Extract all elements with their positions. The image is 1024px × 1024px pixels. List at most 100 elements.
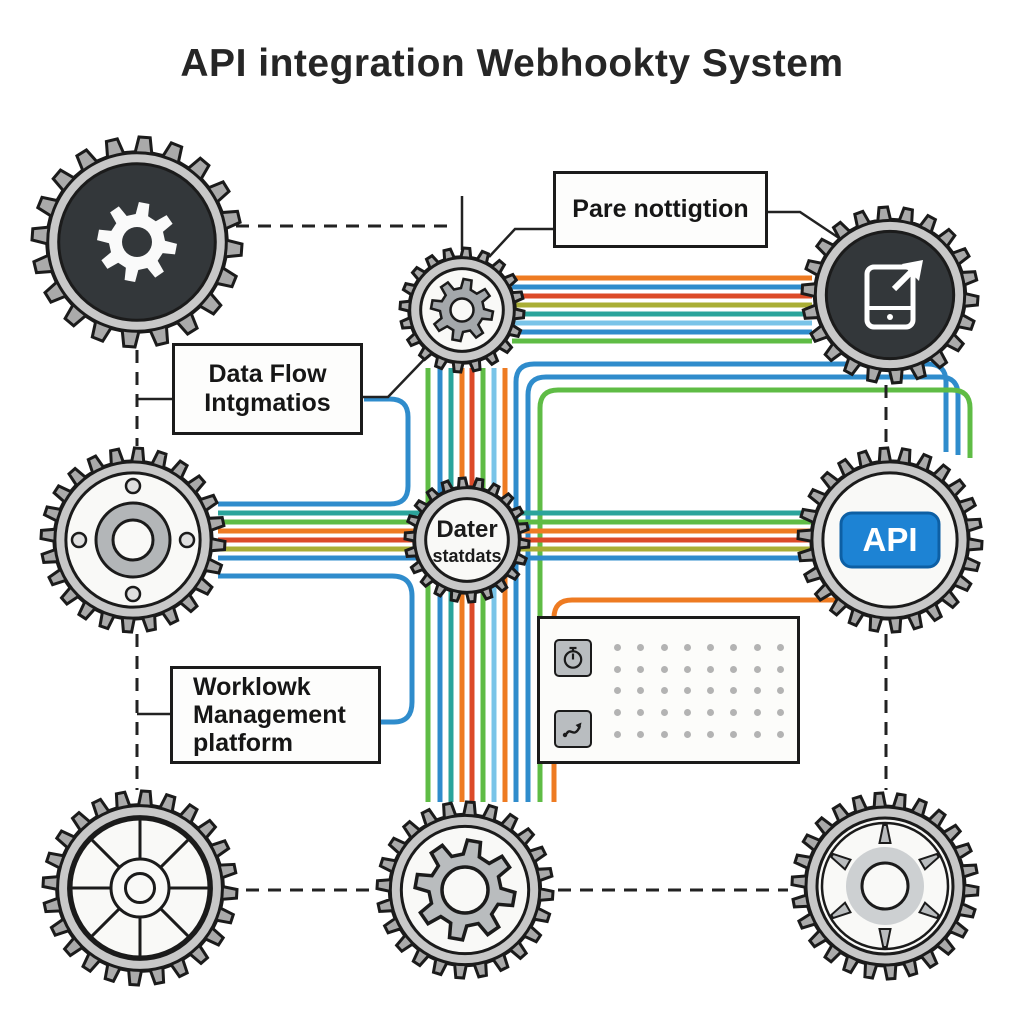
bolt-hole [124,477,142,495]
tapered-spoke [918,901,940,920]
grid-dot [776,730,784,738]
notification-label: Pare nottigtion [572,195,749,223]
route-button[interactable] [554,710,592,748]
grid-dot [683,709,691,717]
gear-spokes-bottom-right [790,791,980,981]
flow-line-blue [513,361,949,802]
flow-line-blue [218,396,411,507]
share-arrow-head [902,260,923,281]
bolt-hole [178,531,196,549]
tapered-spoke [830,852,852,871]
grid-dot [730,687,738,695]
route-arrow-icon [562,722,582,738]
spoke-ring [820,821,950,951]
grid-dot [707,709,715,717]
data-flow-label-line2: Intgmatios [204,389,331,417]
wheel-spoke [159,907,190,938]
wheel-spoke [90,838,121,869]
notification-label-box: Pare nottigtion [553,171,768,248]
grid-dot [776,665,784,673]
grid-dot [707,665,715,673]
grid-dot [683,730,691,738]
grid-dot [660,730,668,738]
wheel-ring [69,817,211,959]
grid-dot [614,687,622,695]
grid-dot [753,665,761,673]
gear-icon-hole [440,865,490,915]
grid-dot [707,687,715,695]
center-gear-label-line1: Dater [436,516,497,543]
gear-settings-top-left [30,135,244,349]
workflow-label-box: Worklowk Management platform [170,666,381,764]
gear-api-middle-right: API [796,446,984,634]
wheel-hub [124,872,156,904]
status-panel [537,616,800,764]
grid-dot [660,665,668,673]
gear-small-top-middle [398,246,526,374]
page-title: API integration Webhookty System [180,42,844,85]
gear-face [824,229,956,361]
workflow-label-line1: Worklowk [193,673,311,701]
tapered-spoke [878,928,892,948]
grid-dot [660,709,668,717]
grid-dot [730,665,738,673]
grid-dot [707,730,715,738]
flow-line-blue [525,374,961,802]
gear-wheel-bottom-left [41,789,239,987]
workflow-label-line3: platform [193,729,293,757]
grid-dot [660,687,668,695]
flow-line-blue [218,573,415,725]
grid-dot [776,709,784,717]
grid-dot [637,687,645,695]
connector-line [768,210,846,244]
phone-button-dot [887,314,893,320]
wheel-spoke [90,907,121,938]
bolt-hole [124,585,142,603]
api-badge [839,511,941,569]
grid-dot [776,644,784,652]
flow-line-green [537,387,973,802]
grid-dot [637,644,645,652]
grid-dot [614,730,622,738]
grid-dot [707,644,715,652]
hub-center [111,518,155,562]
timer-icon [563,646,583,669]
tapered-spoke [878,824,892,844]
grid-dot [753,709,761,717]
mobile-share-icon [864,264,916,330]
tapered-spoke [918,852,940,871]
grid-dot [730,730,738,738]
gear-face [424,497,510,583]
grid-dot [683,687,691,695]
data-flow-label-line1: Data Flow [208,360,327,389]
bolt-hole [70,531,88,549]
data-flow-label-box: Data Flow Intgmatios [172,343,363,435]
api-badge-label: API [862,521,917,558]
grid-dot [776,687,784,695]
grid-dot [753,644,761,652]
grid-dot [753,687,761,695]
tapered-spoke [830,901,852,920]
gear-mobile-top-right [800,205,980,385]
timer-button[interactable] [554,639,592,677]
connector-line [363,346,437,399]
grid-dot [637,665,645,673]
grid-dot [753,730,761,738]
spoke-hub-center [860,861,910,911]
grid-dot [683,644,691,652]
grid-dot [660,644,668,652]
grid-dot [614,665,622,673]
grid-dot [683,665,691,673]
gear-hub-middle-left [39,446,227,634]
gear-glyph-bottom-middle [375,800,555,980]
gear-icon-hole [122,227,152,257]
grid-dot [730,644,738,652]
workflow-label-line2: Management [193,701,346,729]
dot-grid [606,637,792,745]
grid-dot [614,644,622,652]
wheel-spoke [159,838,190,869]
grid-dot [614,709,622,717]
